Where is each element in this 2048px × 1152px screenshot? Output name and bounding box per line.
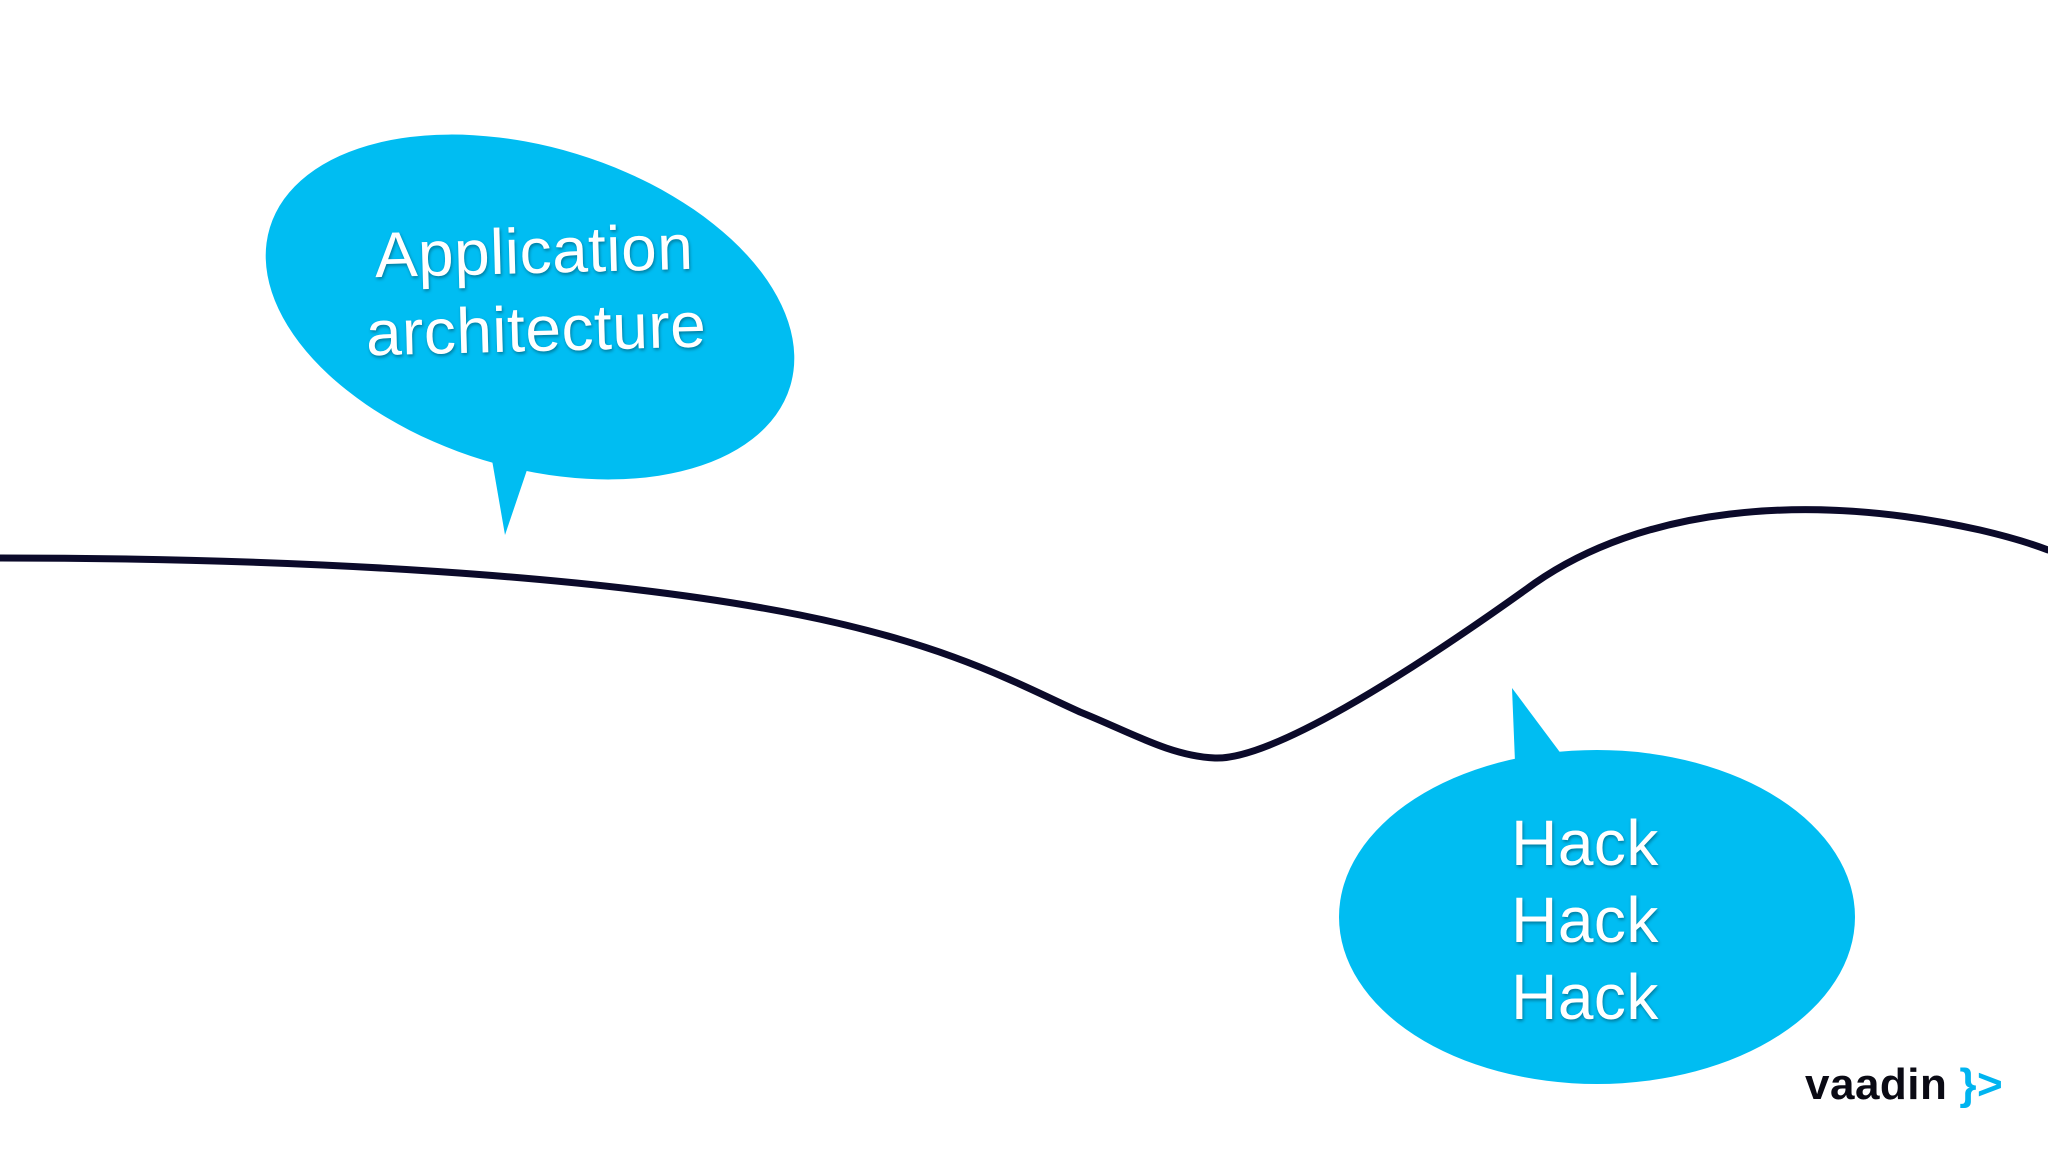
bubble-bottom-line: Hack (1511, 961, 1659, 1033)
speech-bubble-top (265, 134, 795, 535)
bubble-bottom-line: Hack (1511, 807, 1659, 879)
bubble-top-text: Application architecture (343, 207, 727, 373)
bubble-bottom-line: Hack (1511, 884, 1659, 956)
bubble-bottom-text: Hack Hack Hack (1440, 805, 1730, 1036)
logo-wordmark: vaadin (1805, 1060, 1948, 1109)
speech-bubble-bottom (1339, 688, 1855, 1084)
vaadin-logo: vaadin }> (1805, 1058, 2003, 1112)
bubble-top-line: architecture (364, 288, 708, 370)
trend-curve (0, 506, 2048, 762)
bubble-top-line: Application (373, 210, 695, 292)
logo-mark-icon: }> (1959, 1060, 2004, 1109)
